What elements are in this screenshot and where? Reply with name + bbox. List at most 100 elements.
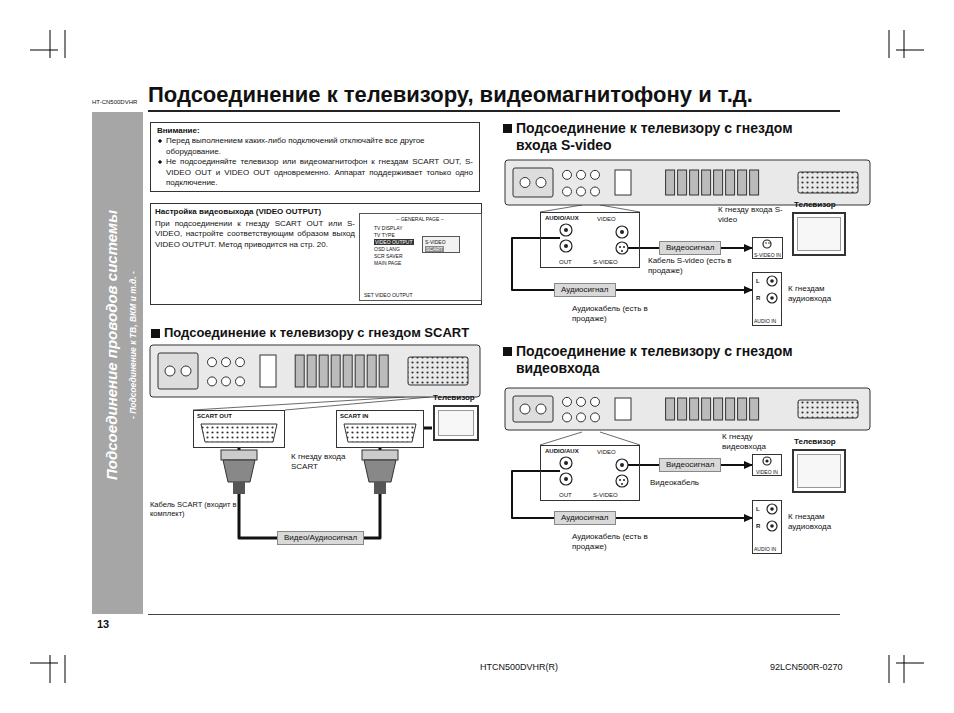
jacks (560, 224, 777, 531)
tv-jack-panel: L R AUDIO IN (752, 272, 782, 326)
annotation: К гнезду входа S-video (718, 205, 786, 224)
decor-rect (374, 482, 386, 494)
decor-circle (763, 240, 771, 248)
panel-body (150, 345, 480, 397)
scart-plug (221, 450, 257, 494)
panel-jack (563, 187, 572, 196)
node-text: Перед выполнением каких-либо подключений… (157, 136, 473, 157)
node-text: AUDIO IN (754, 546, 776, 552)
node-text: VIDEO (597, 216, 616, 223)
decor-circle (623, 246, 625, 248)
node-text: AUDIO IN (754, 318, 776, 324)
decor-circle (560, 240, 572, 252)
jack-zoom-box: SCART OUT (193, 410, 285, 448)
decor-rect (362, 450, 398, 460)
panel-jack (577, 397, 586, 406)
node-text: S-VIDEO IN (754, 252, 781, 258)
section-square (151, 329, 160, 338)
panel-jack (208, 377, 217, 386)
speaker-terminal (307, 355, 316, 387)
submenu-box: S-VIDEOSCART (422, 236, 460, 253)
crop-marks (30, 30, 924, 683)
decor-circle (767, 293, 777, 303)
tv-screen (792, 212, 846, 256)
annotation: Видеокабель (650, 478, 740, 488)
node-text: VIDEO IN (756, 469, 778, 475)
jack-centres (564, 228, 774, 528)
tv-set: Телевизор (790, 200, 848, 260)
decor-circle (770, 524, 774, 528)
node-text: MAIN PAGE (374, 260, 401, 266)
decor-circle (621, 250, 623, 252)
panel-scart (798, 400, 858, 418)
decor-circle (620, 463, 624, 467)
decor-circle (560, 224, 572, 236)
speaker-terminal (702, 170, 711, 195)
speaker-terminal (738, 170, 747, 195)
node-text: OUT (559, 259, 572, 266)
decor-circle (623, 479, 625, 481)
panel-jack (577, 170, 586, 179)
speaker-terminal (678, 170, 687, 195)
decor-circle (564, 461, 568, 465)
cable-connector (512, 238, 752, 290)
speaker-terminal (379, 355, 388, 387)
scart-socket (344, 424, 416, 442)
speaker-terminal (666, 398, 675, 420)
signal-label: Видеосигнал (659, 458, 721, 472)
decor-circle (763, 457, 771, 465)
speaker-terminal (714, 398, 723, 420)
decor-path (223, 460, 255, 482)
panel-jack (222, 358, 231, 367)
node-text: S-VIDEO (593, 492, 618, 499)
node-text: L (756, 278, 760, 285)
decor-circle (770, 296, 774, 300)
panel-block (513, 396, 553, 422)
panel-jack (591, 397, 600, 406)
node-text: AUDIO/AUX (545, 448, 579, 455)
panel-jack (520, 404, 530, 414)
annotation: Подсоединение к телевизору с гнездом SCA… (164, 325, 469, 341)
node-text: При подсоединении к гнезду SCART OUT или… (155, 219, 355, 250)
cable-connector (239, 448, 380, 538)
panel-jack (563, 413, 572, 422)
node-text: AUDIO/AUX (545, 215, 579, 222)
speaker-terminal (678, 398, 687, 420)
panel-jack (591, 413, 600, 422)
speaker-terminal (355, 355, 364, 387)
decor-circle (564, 244, 568, 248)
tv-jack-panel: LRAUDIO IN (752, 500, 782, 554)
notice-box: Внимание:Перед выполнением каких-либо по… (150, 122, 480, 192)
annotation: К гнездам аудиовхода (788, 512, 850, 531)
panel-jack (577, 187, 586, 196)
speaker-terminal (367, 355, 376, 387)
speaker-terminal (295, 355, 304, 387)
tv-screen (792, 449, 846, 493)
decor-circle (621, 483, 623, 485)
menu-screen: -- GENERAL PAGE --TV DISPLAYTV TYPEVIDEO… (359, 213, 482, 301)
tv-set: Телевизор (790, 437, 848, 497)
speaker-terminal (738, 398, 747, 420)
node-text: R (756, 523, 760, 530)
panel-block (513, 168, 553, 197)
side-caption: Подсоединение проводов системы (103, 210, 121, 480)
annotation: Подсоединение к телевизору с гнездом вхо… (516, 120, 836, 154)
panel-jack (208, 358, 217, 367)
speaker-terminal (319, 355, 328, 387)
annotation: HTCN500DVHR(R) (480, 662, 558, 673)
node-text: SCART (425, 246, 444, 252)
decor-circle (560, 473, 572, 485)
decor-circle (560, 457, 572, 469)
rear-panel (505, 388, 870, 430)
speaker-terminal (666, 170, 675, 195)
annotation: К гнезду видеовхода (722, 432, 788, 451)
panel-jack (577, 413, 586, 422)
node-text: R (756, 295, 760, 302)
node-text: SCR SAVER (374, 253, 403, 259)
section-square (503, 347, 512, 356)
decor-circle (619, 479, 621, 481)
annotation: 13 (97, 618, 109, 631)
panel-jack (591, 170, 600, 179)
panel-jack (536, 404, 546, 414)
